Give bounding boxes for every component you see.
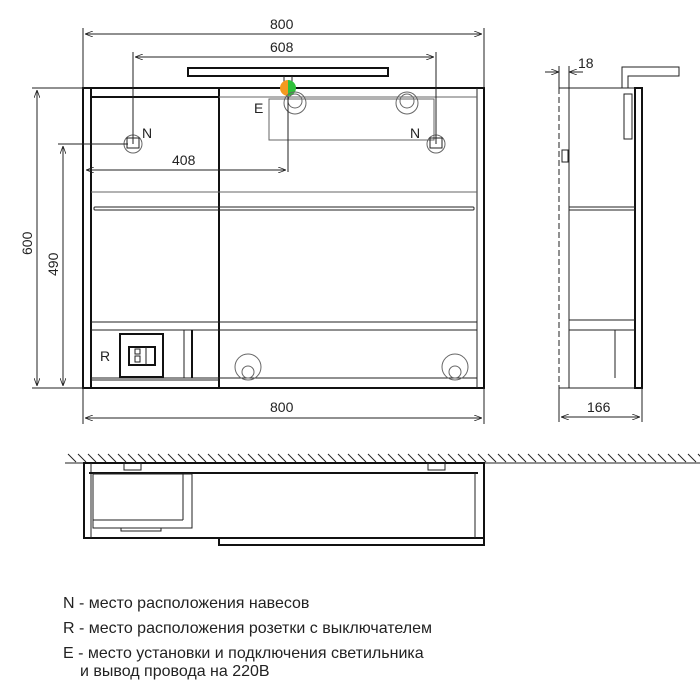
wall-hatch [647,453,657,463]
wall-hatch [277,453,287,463]
wall-hatch [427,453,437,463]
marker-n-right: N [410,125,420,141]
light-mount-area [268,98,435,141]
plan-view [65,453,700,546]
wall-hatch [227,453,237,463]
socket-icon [119,333,164,378]
legend-hanger: N - место расположения навесов [63,595,310,612]
wall-hatch [507,453,517,463]
wall-hatch [217,453,227,463]
wall-hatch [597,453,607,463]
wall-hatch [237,453,247,463]
wall-hatch [537,453,547,463]
wall-hatch [627,453,637,463]
dim-width-top: 800 [270,16,294,32]
marker-n-left: N [142,125,152,141]
marker-e: E [254,100,263,116]
wall-hatch [467,453,477,463]
wall-hatch [617,453,627,463]
wall-hatch [567,453,577,463]
wall-hatch [547,453,557,463]
wall-hatch [437,453,447,463]
wall-hatch [387,453,397,463]
wall-hatch [167,453,177,463]
dim-hanger-height: 490 [45,252,61,276]
wall-hatch [587,453,597,463]
wall-hatch [97,453,107,463]
shelf [93,206,475,211]
wall-hatch [407,453,417,463]
wall-hatch [527,453,537,463]
wall-hatch [607,453,617,463]
wall-hatch [197,453,207,463]
light-connection-point [280,80,296,96]
wall-hatch [637,453,647,463]
plan-door [218,538,485,546]
wall-hatch [357,453,367,463]
wall-hatch [77,453,87,463]
wall-hatch [557,453,567,463]
light-fixture [187,67,389,77]
wall-hatch [377,453,387,463]
wall-hatch [347,453,357,463]
wall-hatch [687,453,697,463]
wall-hatch [107,453,117,463]
wall-hatch [327,453,337,463]
dim-height: 600 [19,231,35,255]
wall-hatch [657,453,667,463]
wall-hatch [477,453,487,463]
wall-hatch [517,453,527,463]
wall-hatch [207,453,217,463]
wall-hatch [157,453,167,463]
wall-hatch [287,453,297,463]
legend-light: E - место установки и подключения светил… [63,645,424,662]
wall-hatch [667,453,677,463]
side-door [634,87,643,389]
wall-hatch [117,453,127,463]
wall-hatch [397,453,407,463]
wall-hatch [177,453,187,463]
wall-hatch [697,453,700,457]
dim-width-bottom: 800 [270,399,294,415]
wall-hatch [457,453,467,463]
wall-hatch [677,453,687,463]
dim-door-thickness: 18 [578,55,594,71]
wall-hatch [337,453,347,463]
wall-hatch [87,453,97,463]
wall-hatch [247,453,257,463]
wall-hatch [267,453,277,463]
wall-hatch [497,453,507,463]
wall-hatch [297,453,307,463]
wall-hatch [307,453,317,463]
dimensions: 800 608 408 600 490 800 [19,16,485,424]
dim-depth: 166 [587,399,611,415]
wall-hatch [187,453,197,463]
wall-hatch [137,453,147,463]
legend-light-cont: и вывод провода на 220В [80,663,270,680]
side-view: 18 166 [545,55,680,422]
wall-hatch [417,453,427,463]
wall-hatch [487,453,497,463]
marker-r: R [100,348,110,364]
legend-socket: R - место расположения розетки с выключа… [63,620,432,637]
wall-hatch [257,453,267,463]
wall-hatch [147,453,157,463]
wall-hatch [127,453,137,463]
wall-hatch [367,453,377,463]
dim-light-offset: 408 [172,152,196,168]
wall-hatch [317,453,327,463]
wall-hatch [577,453,587,463]
dim-hanger-spacing: 608 [270,39,294,55]
wall-hatch [447,453,457,463]
front-view: N N E R [82,67,485,389]
wall-hatch [67,453,77,463]
